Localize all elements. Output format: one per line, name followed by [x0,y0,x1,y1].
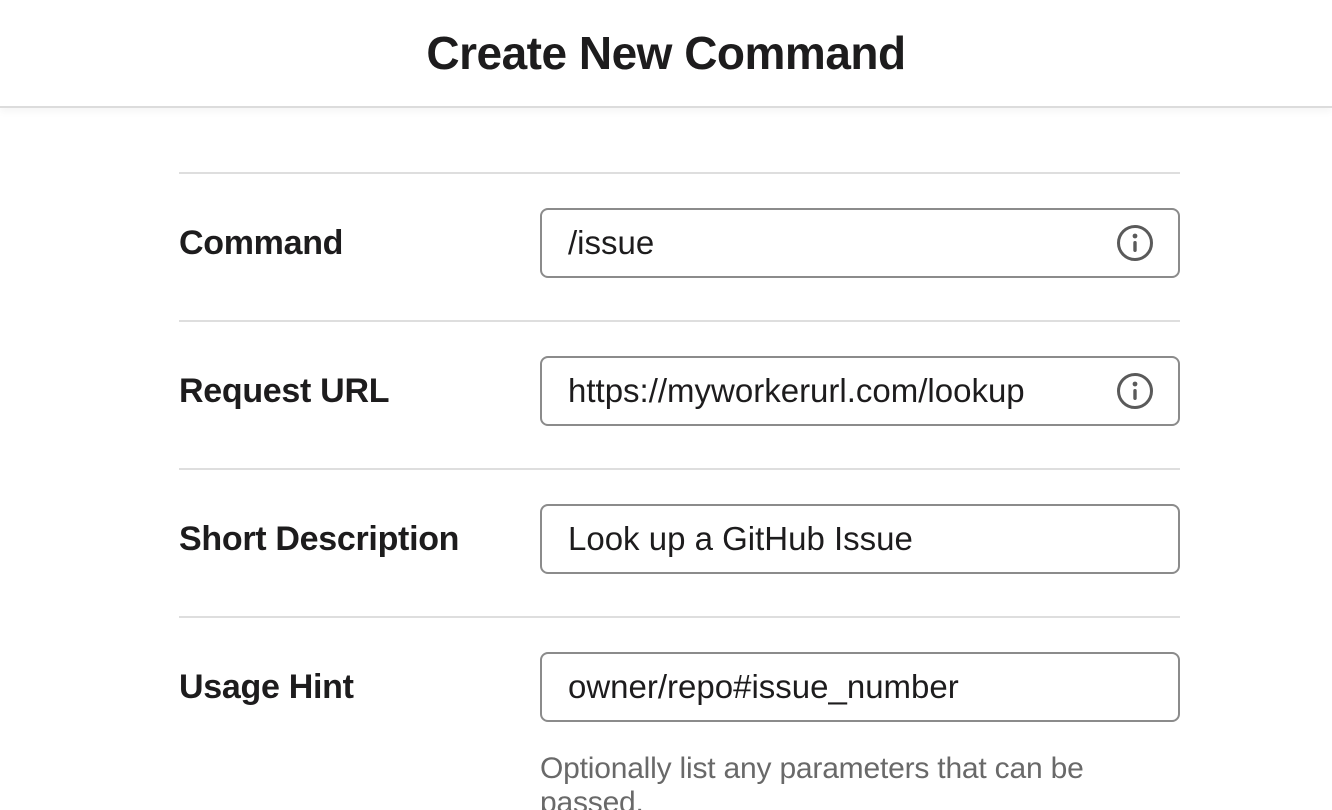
form-row-usage-hint: Usage Hint Optionally list any parameter… [179,616,1180,810]
short-description-input[interactable] [540,504,1180,574]
request-url-input[interactable] [540,356,1180,426]
info-icon [1116,224,1154,262]
usage-hint-input[interactable] [540,652,1180,722]
page-header: Create New Command [0,0,1332,108]
command-input[interactable] [540,208,1180,278]
form-row-request-url: Request URL [179,320,1180,468]
command-info-button[interactable] [1116,224,1154,262]
command-label: Command [179,224,344,262]
form-row-command: Command [179,172,1180,320]
form-row-short-description: Short Description [179,468,1180,616]
page-title: Create New Command [426,27,906,79]
command-form: Command [179,172,1180,810]
usage-hint-helper-text: Optionally list any parameters that can … [540,752,1084,810]
usage-hint-label: Usage Hint [179,668,354,706]
short-description-label: Short Description [179,520,460,558]
request-url-info-button[interactable] [1116,372,1154,410]
request-url-label: Request URL [179,372,390,410]
info-icon [1116,372,1154,410]
